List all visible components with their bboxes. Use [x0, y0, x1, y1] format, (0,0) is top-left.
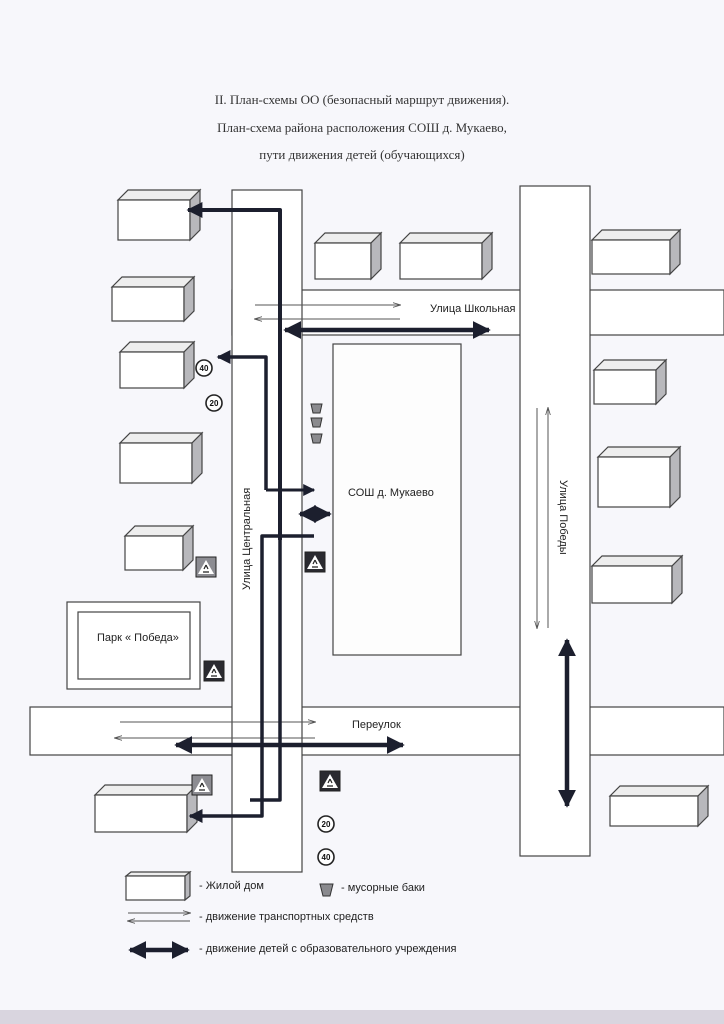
house-icon [93, 783, 199, 834]
house-icon [608, 784, 710, 828]
title-line-2: План-схема района расположения СОШ д. Му… [217, 120, 507, 135]
park-label: Парк « Победа» [97, 632, 179, 644]
house-icon [592, 358, 668, 406]
trash-bin-icon [310, 433, 323, 444]
legend-traffic-label: - движение транспортных средств [199, 911, 374, 923]
pedestrian-crossing-icon [304, 551, 326, 573]
street-label-shkolnaya: Улица Школьная [430, 303, 516, 315]
speed-label-40: 40 [322, 853, 331, 862]
children-route-south [188, 534, 314, 823]
pedestrian-crossing-icon [203, 660, 225, 682]
legend-house-label: - Жилой дом [199, 880, 264, 892]
school-label: СОШ д. Мукаево [348, 487, 434, 499]
pedestrian-crossing-icon [191, 774, 213, 796]
road-pereulok [29, 706, 724, 756]
children-route-north [186, 202, 282, 540]
children-route-house [216, 350, 268, 490]
speed-limit-20-icon [205, 394, 223, 412]
legend-house-side [184, 870, 191, 902]
legend-children-label: - движение детей с образовательного учре… [199, 943, 457, 955]
speed-label-20: 20 [322, 820, 331, 829]
legend-house-icon [125, 875, 186, 901]
speed-limit-40-icon [195, 359, 213, 377]
pedestrian-crossing-icon [195, 556, 217, 578]
pedestrian-crossing-icon [319, 770, 341, 792]
legend-bins-label: - мусорные баки [341, 882, 425, 894]
speed-label-20: 20 [210, 399, 219, 408]
house-icon [118, 431, 204, 485]
house-icon [398, 231, 494, 281]
road-pobedy [519, 185, 591, 857]
house-icon [596, 445, 682, 509]
title-line-1: II. План-схемы ОО (безопасный маршрут дв… [214, 92, 510, 107]
children-route-south-2 [250, 540, 282, 802]
street-label-pobedy: Улица Победы [557, 480, 569, 555]
house-icon [110, 275, 196, 323]
title-line-3: пути движения детей (обучающихся) [259, 147, 465, 162]
speed-limit-20-icon [317, 815, 335, 833]
house-icon [116, 188, 202, 242]
house-icon [123, 524, 195, 572]
street-label-pereulok: Переулок [352, 719, 401, 731]
speed-limit-40-icon [317, 848, 335, 866]
legend-bin-icon [319, 883, 334, 897]
street-label-tsentralnaya: Улица Центральная [241, 488, 253, 590]
house-icon [590, 228, 682, 276]
trash-bin-icon [310, 403, 323, 414]
house-icon [590, 554, 684, 605]
trash-bin-icon [310, 417, 323, 428]
speed-label-40: 40 [200, 364, 209, 373]
house-icon [118, 340, 196, 390]
house-icon [313, 231, 383, 281]
school-building [332, 343, 462, 656]
park-inner [77, 611, 191, 680]
